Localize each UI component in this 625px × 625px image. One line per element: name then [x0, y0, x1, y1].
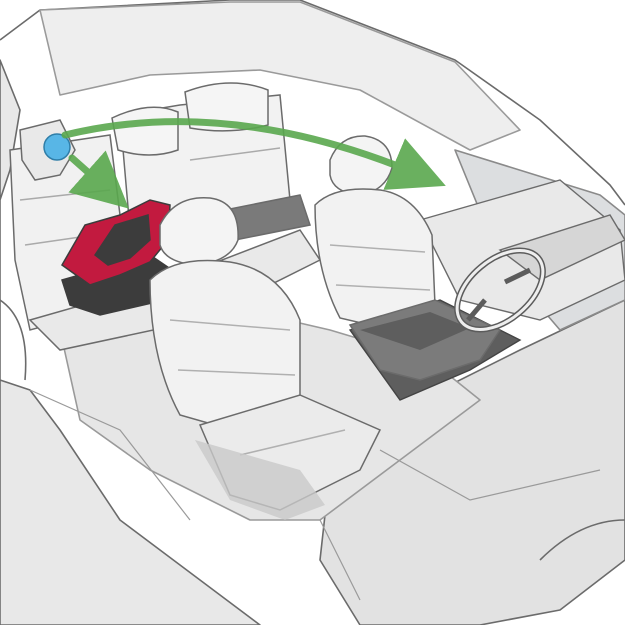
roof-glass [39, 1, 521, 151]
steering-wheel [454, 247, 546, 333]
child-seat-inner [93, 214, 151, 266]
child-car-seat [61, 199, 173, 316]
rear-view-mirror [19, 119, 76, 181]
front-passenger-seat [149, 196, 382, 520]
front-wheel-arch [539, 519, 625, 561]
hood [319, 299, 625, 625]
rear-wheel-arch [0, 299, 27, 381]
mirror-icon [43, 133, 71, 161]
door-panel-lines [29, 389, 601, 601]
rear-headrest-left [111, 106, 179, 156]
sight-line-arrows [61, 118, 446, 209]
view-arrow-to-child-seat [68, 150, 129, 209]
rear-headrest-right [184, 82, 269, 132]
passenger-headrest [159, 196, 239, 266]
view-arrow-to-driver [61, 118, 446, 190]
passenger-backrest [149, 259, 301, 426]
